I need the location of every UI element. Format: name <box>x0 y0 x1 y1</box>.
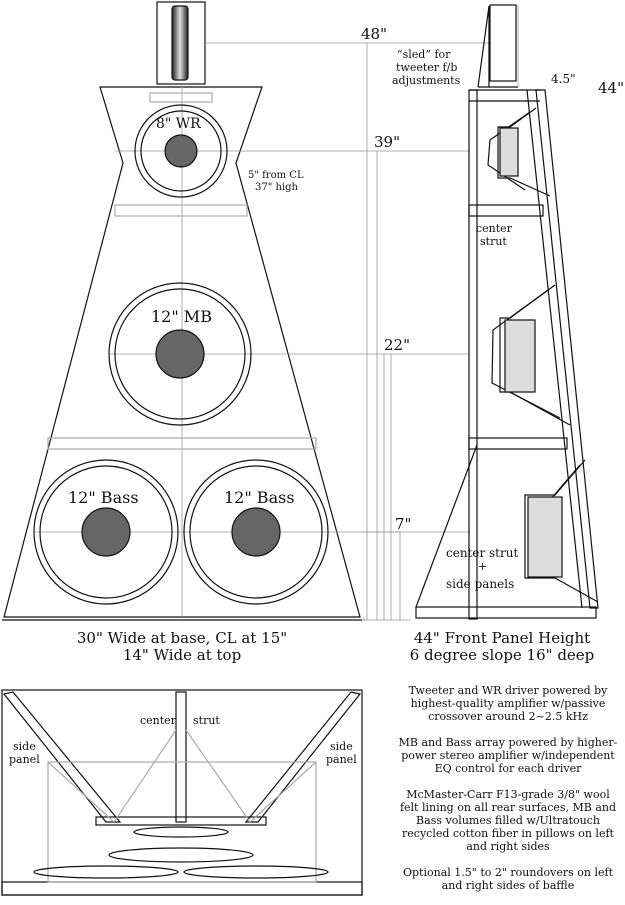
dimension-lines <box>205 42 490 621</box>
note-2: MB and Bass array powered by higher-powe… <box>398 736 618 775</box>
mb-label: 12" MB <box>151 307 212 326</box>
front-caption-line-2: 14" Wide at top <box>122 646 242 664</box>
sled-note-1: “sled” for <box>397 48 451 61</box>
top-right-side-2: panel <box>326 753 357 766</box>
height-22-label: 22" <box>384 336 410 354</box>
bass-left-oval <box>33 865 179 879</box>
notes: Tweeter and WR driver powered by highest… <box>398 684 618 905</box>
top-right-side-1: side <box>330 740 353 753</box>
side-height-label: 44" <box>598 79 624 97</box>
top-view-front <box>1 881 363 896</box>
mb-driver-outer <box>108 282 252 426</box>
mb-driver-cone <box>155 329 205 379</box>
bass-left-label: 12" Bass <box>68 488 139 507</box>
center-strut-label-1: center <box>476 222 513 235</box>
right-side-panel <box>244 691 362 823</box>
side-caption: 44" Front Panel Height 6 degree slope 16… <box>352 630 625 664</box>
front-view <box>2 1 470 621</box>
note-3: McMaster-Carr F13-grade 3/8" wool felt l… <box>399 788 617 853</box>
middle-brace <box>47 437 317 450</box>
top-brace <box>149 92 213 103</box>
bass-right-outer <box>183 459 329 605</box>
side-back-panel <box>468 89 478 620</box>
wr-driver-side <box>487 107 551 197</box>
center-strut-label-2: strut <box>480 235 507 248</box>
offset-label: 4.5" <box>551 72 576 86</box>
side-view <box>415 4 599 620</box>
front-baffle-top <box>95 816 267 826</box>
shelf-bottom <box>415 606 597 619</box>
bass-right-cone <box>231 507 281 557</box>
tweeter-icon <box>171 5 189 81</box>
tweeter-sled <box>477 5 490 88</box>
left-side-panel <box>2 691 122 823</box>
bottom-note-1: center strut <box>446 546 518 560</box>
bass-left-cone <box>81 507 131 557</box>
wr-driver-cone <box>164 134 198 168</box>
top-view-outline <box>1 689 363 896</box>
cl-note-1: 5" from CL <box>248 170 304 181</box>
wr-oval <box>133 826 229 838</box>
note-1: Tweeter and WR driver powered by highest… <box>408 684 608 723</box>
bottom-note-2: + <box>478 560 487 573</box>
wr-driver-inner <box>140 110 222 192</box>
top-left-side-2: panel <box>9 753 40 766</box>
shelf-upper <box>468 204 544 217</box>
bass-right-oval <box>183 865 329 879</box>
top-view <box>1 689 363 896</box>
shelf-middle <box>468 437 568 450</box>
top-strut-label: strut <box>193 714 220 727</box>
sled-note-3: adjustments <box>392 74 461 87</box>
bass-right-inner <box>189 465 323 599</box>
bass-driver-side <box>524 459 599 603</box>
top-left-side-1: side <box>13 740 36 753</box>
front-baffle <box>535 89 599 609</box>
sled-note-2: tweeter f/b <box>396 61 457 74</box>
bass-right-label: 12" Bass <box>224 488 295 507</box>
front-caption: 30" Wide at base, CL at 15" 14" Wide at … <box>32 630 332 664</box>
height-39-label: 39" <box>374 133 400 151</box>
mb-driver-inner <box>114 288 246 420</box>
mb-driver-side <box>491 284 571 426</box>
side-caption-line-2: 6 degree slope 16" deep <box>409 646 595 664</box>
labels: 48" 8" WR 5" from CL 37" high 39" 12" MB… <box>9 25 624 766</box>
wr-driver-outer <box>134 104 228 198</box>
front-cabinet-outline <box>3 86 361 618</box>
bass-left-inner <box>39 465 173 599</box>
bass-left-outer <box>33 459 179 605</box>
upper-brace <box>114 204 248 217</box>
sled-tweeter <box>489 4 517 82</box>
note-4: Optional 1.5" to 2" roundovers on left a… <box>403 866 613 892</box>
side-caption-line-1: 44" Front Panel Height <box>413 629 591 647</box>
mb-oval <box>108 847 254 863</box>
wr-label: 8" WR <box>156 116 201 132</box>
center-strut <box>175 691 187 823</box>
height-7-label: 7" <box>395 515 411 533</box>
bottom-slope <box>415 444 478 608</box>
bottom-note-3: side panels <box>446 577 514 591</box>
height-48-label: 48" <box>361 25 387 43</box>
front-caption-line-1: 30" Wide at base, CL at 15" <box>76 629 288 647</box>
cl-note-2: 37" high <box>255 182 299 193</box>
top-center-label: center <box>140 714 177 727</box>
